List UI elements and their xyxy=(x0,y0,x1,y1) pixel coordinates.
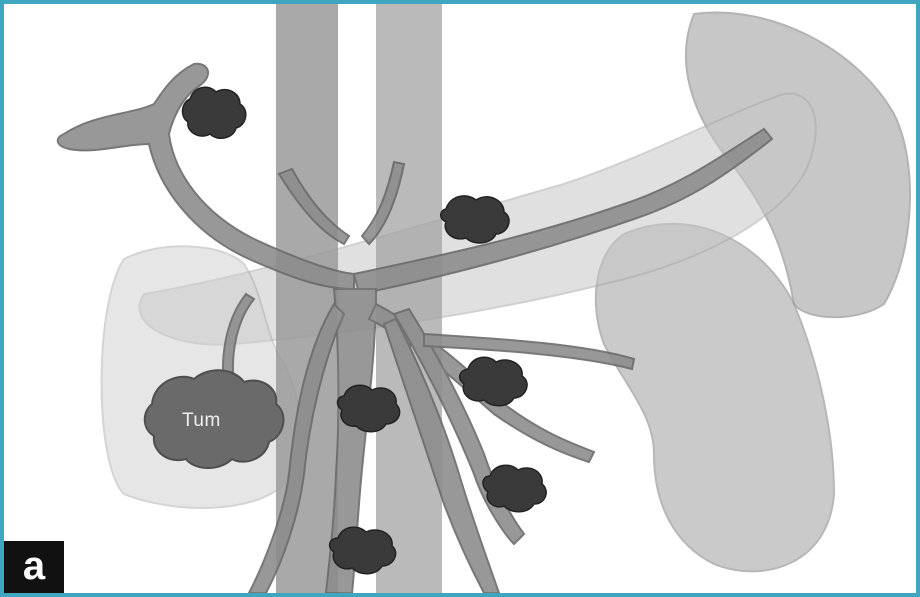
vertical-vessel-right xyxy=(376,4,442,593)
lymph-node-1 xyxy=(182,87,245,138)
lymph-node-3 xyxy=(460,357,527,406)
lymph-node-5 xyxy=(483,465,546,512)
vascular-anatomy-diagram xyxy=(4,4,916,593)
tumor-label: Tum xyxy=(182,410,221,432)
panel-letter-badge: a xyxy=(4,541,64,593)
